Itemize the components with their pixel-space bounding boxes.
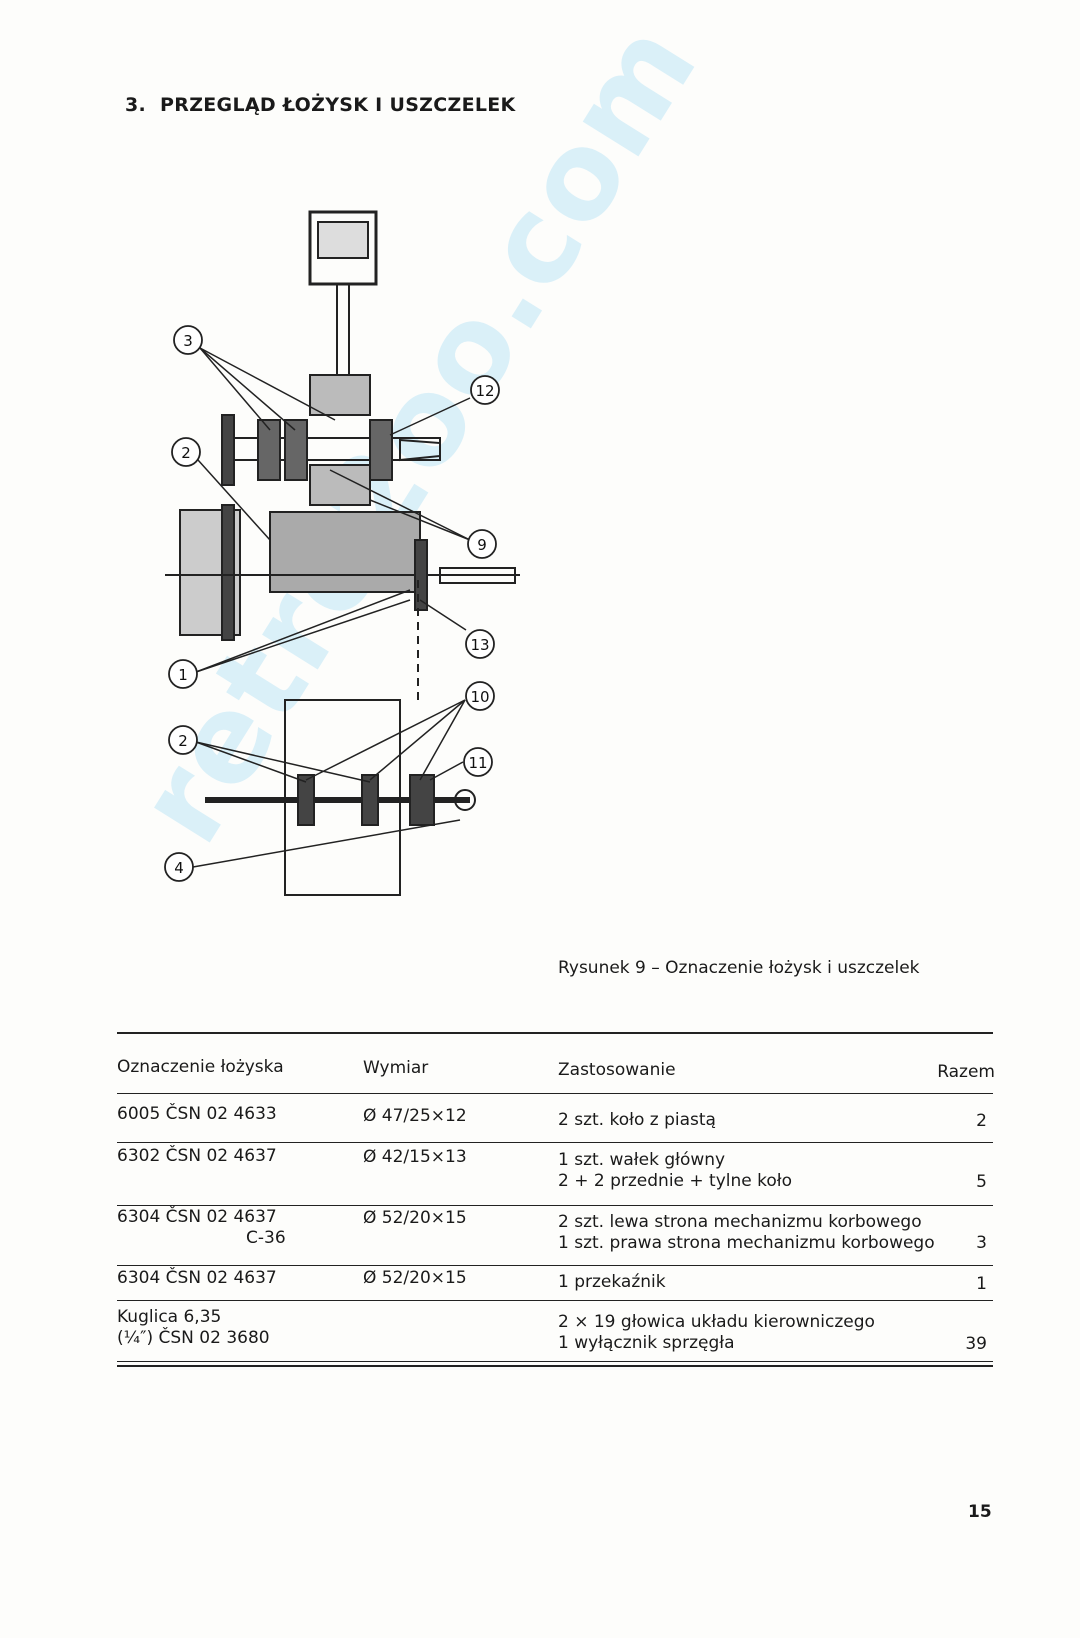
table-top-rule — [117, 1032, 993, 1034]
header-usage: Zastosowanie — [558, 1060, 676, 1080]
callout-1: 1 — [168, 659, 198, 689]
row2-usage-1: 1 szt. wałek główny — [558, 1150, 726, 1170]
table-rule — [117, 1265, 993, 1266]
svg-text:2: 2 — [181, 444, 191, 462]
row4-total: 1 — [976, 1274, 987, 1294]
page-number: 15 — [968, 1502, 992, 1522]
section-number: 3. — [125, 94, 147, 116]
row2-size: Ø 42/15×13 — [363, 1147, 467, 1167]
row1-size: Ø 47/25×12 — [363, 1106, 467, 1126]
table-rule — [117, 1205, 993, 1206]
row4-usage: 1 przekaźnik — [558, 1272, 666, 1292]
leader-lines — [192, 347, 471, 868]
piston-drawing — [308, 210, 378, 385]
svg-text:9: 9 — [477, 536, 487, 554]
svg-text:4: 4 — [174, 859, 184, 877]
row2-designation: 6302 ČSN 02 4637 — [117, 1146, 277, 1166]
row2-usage-2: 2 + 2 przednie + tylne koło — [558, 1171, 793, 1191]
callout-11: 11 — [463, 747, 493, 777]
row1-total: 2 — [976, 1111, 987, 1131]
row3-designation-suffix: C-36 — [246, 1228, 286, 1248]
axle-drawing — [205, 580, 476, 896]
header-designation: Oznaczenie łożyska — [117, 1057, 284, 1077]
row2-total: 5 — [976, 1172, 987, 1192]
svg-text:10: 10 — [470, 688, 489, 706]
callout-2b: 2 — [168, 725, 198, 755]
table-rule — [117, 1142, 993, 1143]
table-bottom-rule — [117, 1365, 993, 1367]
section-heading: 3. PRZEGLĄD ŁOŻYSK I USZCZELEK — [125, 94, 516, 116]
row3-usage-1: 2 szt. lewa strona mechanizmu korbowego — [558, 1212, 922, 1232]
figure-caption: Rysunek 9 – Oznaczenie łożysk i uszczele… — [558, 958, 920, 978]
row5-designation-2: (¼″) ČSN 02 3680 — [117, 1328, 270, 1348]
row5-usage-1: 2 × 19 głowica układu kierowniczego — [558, 1312, 875, 1332]
svg-text:2: 2 — [178, 732, 188, 750]
gearbox-drawing — [165, 504, 520, 641]
row1-designation: 6005 ČSN 02 4633 — [117, 1104, 277, 1124]
svg-text:1: 1 — [178, 666, 188, 684]
svg-text:3: 3 — [183, 332, 193, 350]
svg-text:12: 12 — [475, 382, 494, 400]
row1-usage: 2 szt. koło z piastą — [558, 1110, 716, 1130]
row5-total: 39 — [965, 1334, 987, 1354]
table-rule — [117, 1300, 993, 1301]
callout-2: 2 — [171, 437, 201, 467]
row5-usage-2: 1 wyłącznik sprzęgła — [558, 1333, 735, 1353]
callout-13: 13 — [465, 629, 495, 659]
table-bottom-rule — [117, 1361, 993, 1362]
row4-size: Ø 52/20×15 — [363, 1268, 467, 1288]
callout-9: 9 — [467, 529, 497, 559]
row3-size: Ø 52/20×15 — [363, 1208, 467, 1228]
row5-designation-1: Kuglica 6,35 — [117, 1307, 222, 1327]
callout-4: 4 — [164, 852, 194, 882]
callout-3: 3 — [173, 325, 203, 355]
row3-total: 3 — [976, 1233, 987, 1253]
header-size: Wymiar — [363, 1058, 429, 1078]
header-total: Razem — [937, 1062, 995, 1082]
callouts: 3 12 2 9 13 1 10 2 11 4 — [164, 325, 500, 882]
callout-10: 10 — [465, 681, 495, 711]
callout-12: 12 — [470, 375, 500, 405]
row4-designation: 6304 ČSN 02 4637 — [117, 1268, 277, 1288]
svg-text:11: 11 — [468, 754, 487, 772]
svg-text:13: 13 — [470, 636, 489, 654]
row3-usage-2: 1 szt. prawa strona mechanizmu korbowego — [558, 1233, 935, 1253]
section-title: PRZEGLĄD ŁOŻYSK I USZCZELEK — [160, 94, 516, 116]
row3-designation: 6304 ČSN 02 4637 — [117, 1207, 277, 1227]
table-rule — [117, 1093, 993, 1094]
